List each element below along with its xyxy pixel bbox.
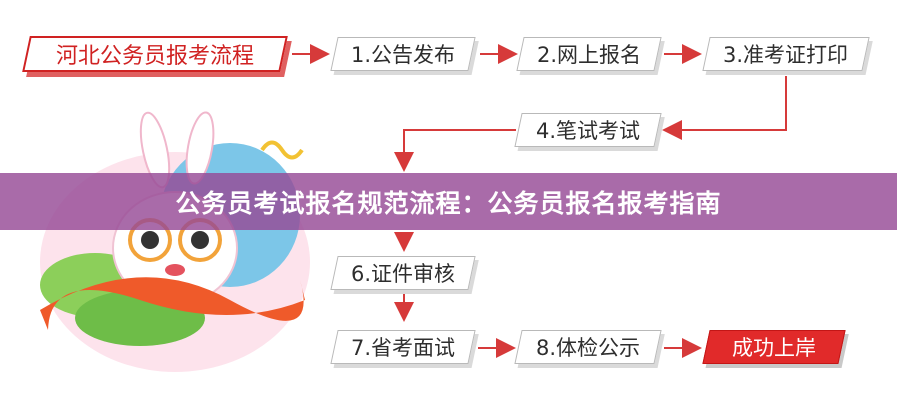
step-4-label: 4.笔试考试 bbox=[535, 119, 641, 143]
arrow-step4-down bbox=[394, 129, 516, 172]
flow-title-box: 河北公务员报考流程 bbox=[22, 36, 288, 72]
step-8-box: 8.体检公示 bbox=[514, 330, 662, 364]
step-8-label: 8.体检公示 bbox=[535, 336, 641, 360]
final-step-box: 成功上岸 bbox=[702, 330, 846, 364]
step-4-box: 4.笔试考试 bbox=[514, 113, 662, 147]
flow-title: 河北公务员报考流程 bbox=[55, 44, 254, 69]
title-banner: 公务员考试报名规范流程：公务员报名报考指南 bbox=[0, 173, 897, 230]
step-7-box: 7.省考面试 bbox=[330, 330, 476, 364]
banner-text: 公务员考试报名规范流程：公务员报名报考指南 bbox=[175, 188, 722, 218]
arrow-step3-to-step4 bbox=[662, 76, 787, 140]
step-3-box: 3.准考证打印 bbox=[702, 37, 870, 71]
step-7-label: 7.省考面试 bbox=[350, 336, 456, 360]
step-6-label: 6.证件审核 bbox=[350, 262, 456, 286]
step-2-label: 2.网上报名 bbox=[536, 43, 642, 67]
step-2-box: 2.网上报名 bbox=[516, 37, 662, 71]
step-6-box: 6.证件审核 bbox=[330, 256, 476, 290]
step-3-label: 3.准考证打印 bbox=[723, 43, 849, 67]
step-1-box: 1.公告发布 bbox=[330, 37, 476, 71]
step-1-label: 1.公告发布 bbox=[350, 43, 456, 67]
final-step-label: 成功上岸 bbox=[732, 336, 816, 360]
